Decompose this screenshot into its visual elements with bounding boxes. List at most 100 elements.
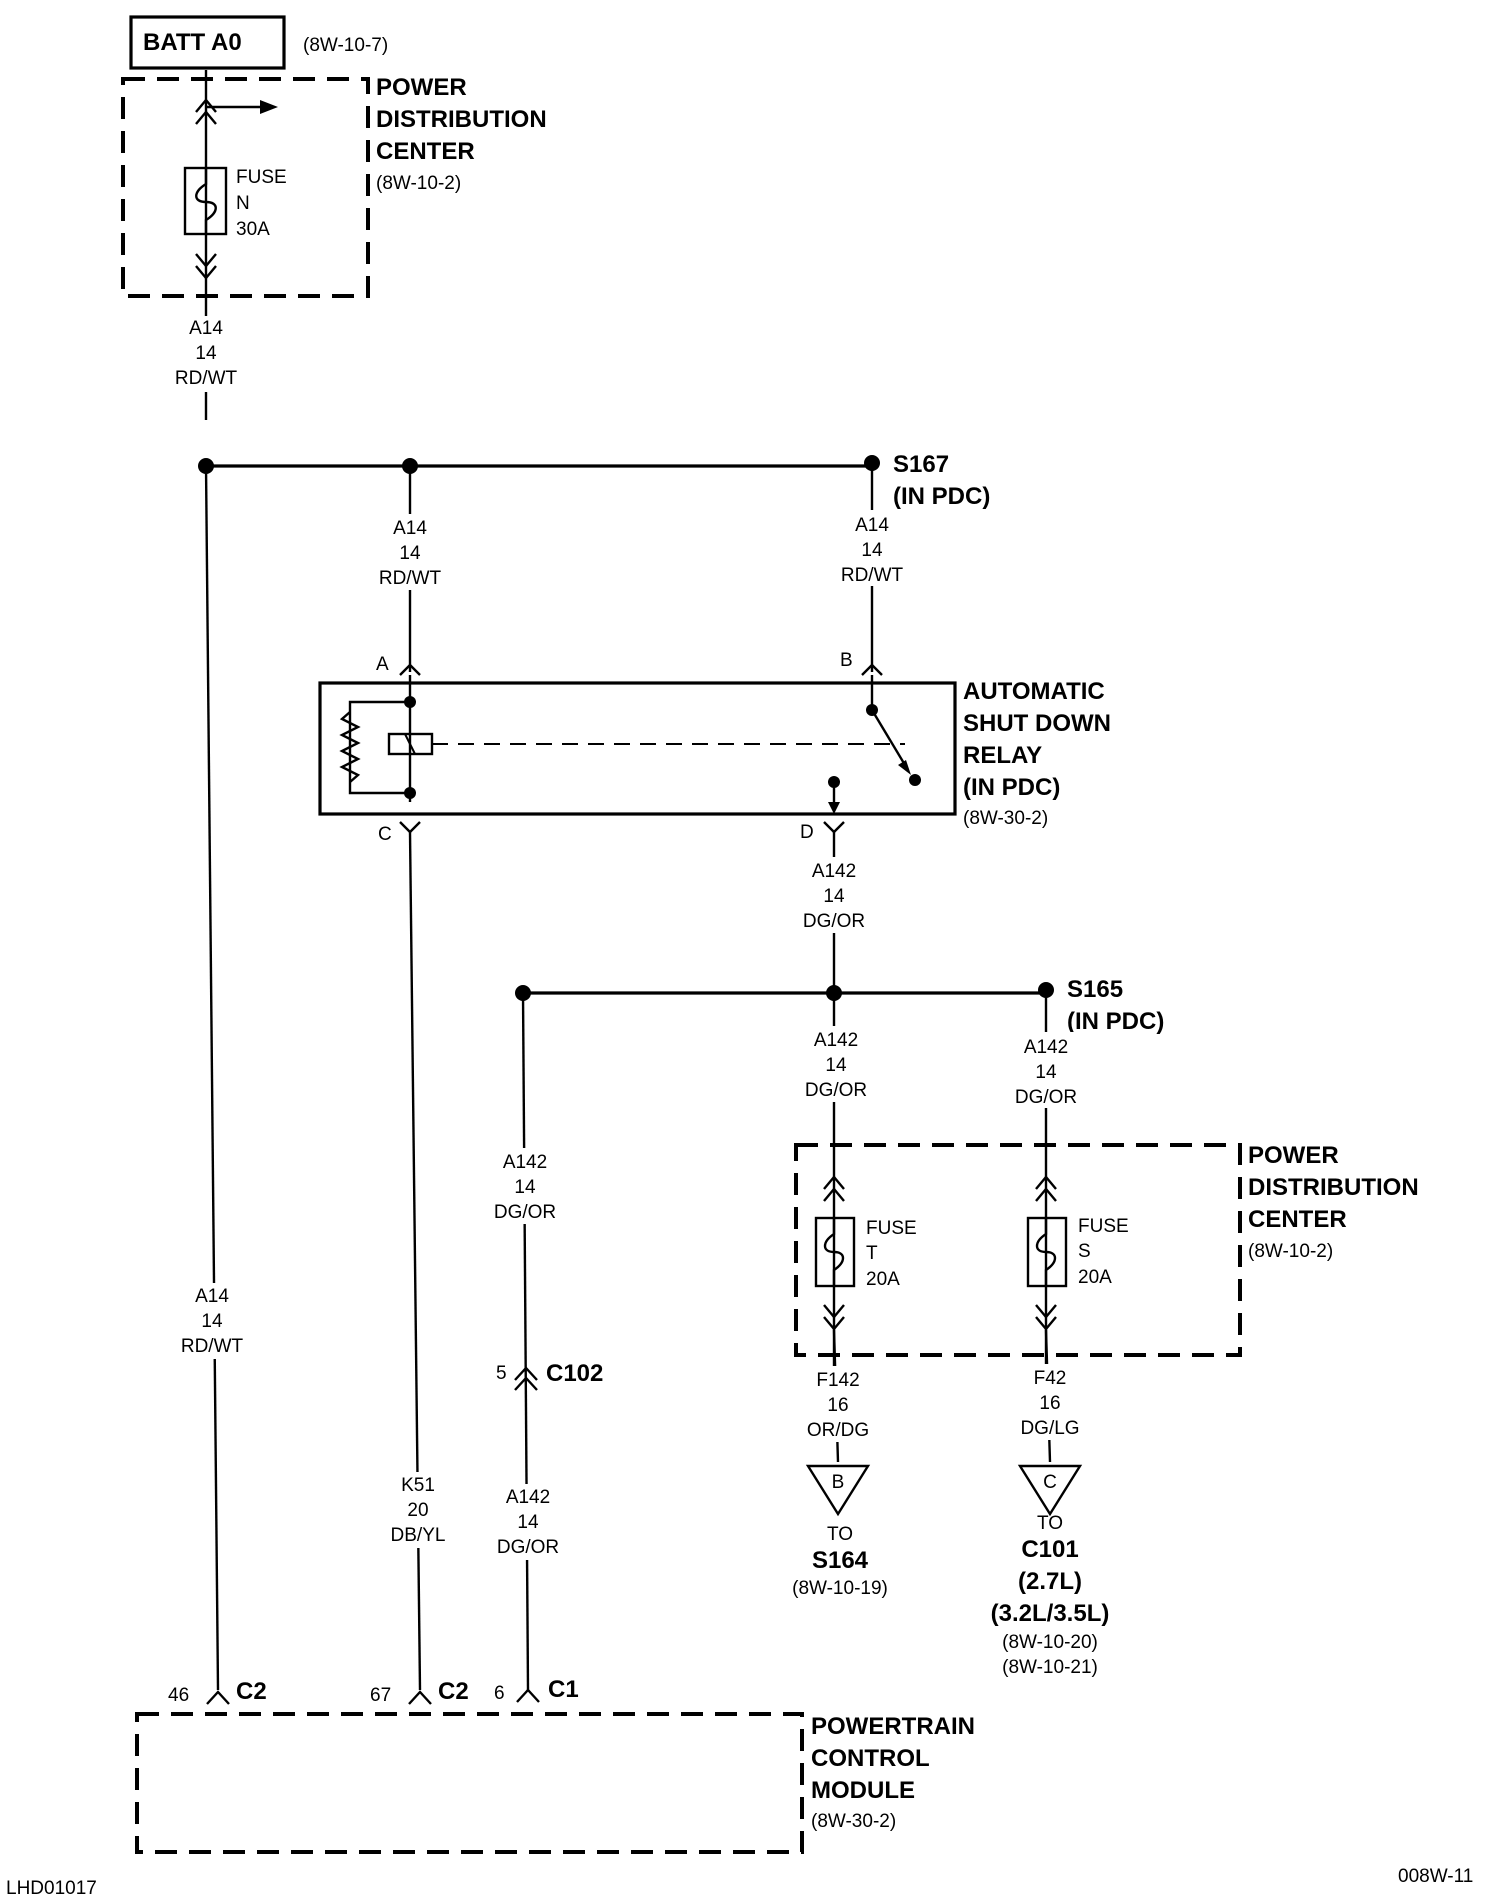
wire-a14-a-gauge: 14 [399, 543, 421, 564]
connector-chevron-icon [195, 98, 217, 113]
splice-s165-name: S165 [1067, 976, 1123, 1003]
dest-c-variant-2: (3.2L/3.5L) [991, 1600, 1110, 1627]
footer-right-code: 008W-11 [1398, 1866, 1473, 1887]
offpage-marker-c-icon [1017, 1464, 1083, 1517]
wire-f142-gauge: 16 [827, 1395, 848, 1416]
pdc-bottom-title-1: POWER [1248, 1142, 1339, 1169]
wire-a14-a-id: A14 [393, 518, 427, 539]
wire-a142-t-color: DG/OR [805, 1080, 867, 1101]
wire-k51 [408, 831, 422, 1691]
resistor-loop [348, 700, 410, 795]
connector-chevron-icon [1035, 1316, 1057, 1331]
batt-box [129, 15, 286, 70]
pdc-top-ref: (8W-10-2) [376, 173, 461, 194]
pcm: 46 C2 67 C2 6 C1 POWERTRAIN CONTROL MODU… [135, 1676, 975, 1854]
fuse-element-icon [1035, 1218, 1057, 1286]
feed-arrow-icon [260, 100, 278, 114]
label-mask [490, 1484, 566, 1560]
relay-pin-b: B [840, 650, 853, 671]
label-mask [836, 510, 910, 586]
wire-a14-main-id: A14 [189, 318, 223, 339]
pin-b-chevron-icon [861, 663, 883, 676]
wire-a142-d-color: DG/OR [803, 911, 865, 932]
splice-s165-loc: (IN PDC) [1067, 1008, 1164, 1035]
pdc-top-title-2: DISTRIBUTION [376, 106, 547, 133]
wire-a14-b-id: A14 [855, 515, 889, 536]
wire-a142-t-gauge: 14 [825, 1055, 847, 1076]
fuse-n-id: N [236, 193, 250, 214]
connector-chevron-icon [823, 1187, 845, 1202]
label-mask [374, 514, 448, 590]
dest-c-ref-1: (8W-10-20) [1002, 1632, 1098, 1653]
battery-source: BATT A0 (8W-10-7) [129, 15, 388, 70]
wire-k51-gauge: 20 [407, 1500, 428, 1521]
relay-title-4: (IN PDC) [963, 774, 1060, 801]
destination-s164: B TO S164 (8W-10-19) [792, 1464, 888, 1599]
wire-a142-left-upper-id: A142 [503, 1152, 547, 1173]
pcm-pin-67-conn: C2 [438, 1678, 469, 1705]
pdc-bottom-ref: (8W-10-2) [1248, 1241, 1333, 1262]
wire-f42-color: DG/LG [1020, 1418, 1079, 1439]
dest-b-name: S164 [812, 1547, 869, 1574]
dest-c-name: C101 [1021, 1536, 1078, 1563]
c102-chevron-icon [514, 1376, 538, 1391]
connector-chevron-icon [823, 1304, 845, 1319]
wire-a14-to-pcm [204, 465, 220, 1691]
pdc-bottom: POWER DISTRIBUTION CENTER (8W-10-2) FUSE… [794, 1142, 1419, 1357]
wire-a142-t-id: A142 [814, 1030, 858, 1051]
pcm-outline [135, 1712, 804, 1854]
fuse-t-id: T [866, 1243, 878, 1264]
wire-k51-color: DB/YL [391, 1525, 446, 1546]
label-mask [798, 1026, 874, 1102]
footer-left-code: LHD01017 [6, 1878, 97, 1899]
offpage-marker-b-icon [805, 1464, 871, 1517]
label-mask [1010, 1364, 1090, 1440]
switch-contact [909, 774, 921, 786]
connector-chevron-icon [195, 265, 217, 280]
wire-a14-main-color: RD/WT [175, 368, 238, 389]
wire-f42-gauge: 16 [1039, 1393, 1060, 1414]
wire-a142-left-lower-gauge: 14 [517, 1512, 539, 1533]
connector-chevron-icon [1035, 1187, 1057, 1202]
connector-chevron-icon [823, 1175, 845, 1190]
label-mask [488, 1148, 564, 1224]
wire-a142-left-upper-color: DG/OR [494, 1202, 556, 1223]
batt-ref: (8W-10-7) [303, 35, 388, 56]
pcm-pin-chevron-icon [408, 1690, 432, 1705]
wire-k51-id: K51 [401, 1475, 435, 1496]
fuse-t-label: FUSE [866, 1218, 917, 1239]
pin-c-chevron-icon [399, 821, 421, 834]
label-mask [170, 316, 242, 392]
pin-a-chevron-icon [399, 663, 421, 676]
connector-chevron-icon [195, 253, 217, 268]
pdc-top-title-1: POWER [376, 74, 467, 101]
c102-pin: 5 [496, 1363, 507, 1384]
wire-a14-pcm-id: A14 [195, 1286, 229, 1307]
wire-f142-id: F142 [816, 1370, 859, 1391]
switch-blade [870, 709, 910, 771]
pcm-pin-67-num: 67 [370, 1685, 391, 1706]
wire-a142-s-id: A142 [1024, 1037, 1068, 1058]
pdc-top-outline [121, 77, 370, 298]
asd-relay: A B C D AUTOMATIC SHUT DOWN RELAY (IN PD… [318, 650, 1111, 845]
label-mask [798, 1366, 878, 1442]
connector-chevron-icon [1035, 1304, 1057, 1319]
coil-slash [404, 733, 416, 755]
connector-chevron-icon [1035, 1175, 1057, 1190]
fuse-element-icon [195, 168, 217, 234]
wire-a14-pcm-color: RD/WT [181, 1336, 244, 1357]
wire-a142-s-gauge: 14 [1035, 1062, 1057, 1083]
pcm-title-3: MODULE [811, 1777, 915, 1804]
pcm-pin-46-num: 46 [168, 1685, 189, 1706]
wire-a142-to-pcm [521, 992, 530, 1691]
fuse-n-rating: 30A [236, 219, 270, 240]
pdc-bottom-title-3: CENTER [1248, 1206, 1347, 1233]
dest-c-to: TO [1037, 1513, 1063, 1534]
pcm-ref: (8W-30-2) [811, 1811, 896, 1832]
resistor-icon [339, 711, 361, 783]
wire-a142-left-lower-color: DG/OR [497, 1537, 559, 1558]
label-mask [170, 1283, 244, 1359]
dest-b-to: TO [827, 1524, 853, 1545]
c102-chevron-icon [514, 1366, 538, 1381]
connector-c102: 5 C102 [496, 1360, 603, 1391]
